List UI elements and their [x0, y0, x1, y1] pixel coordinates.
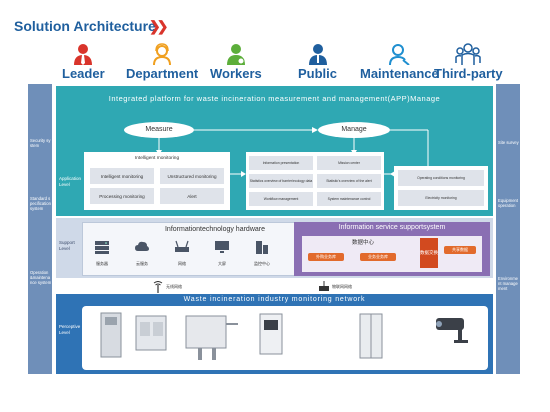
- it-item-big-screen: 大屏: [209, 239, 235, 267]
- it-item-cloud: 云服务: [129, 239, 155, 267]
- conditions-group: Operating conditions monitoring Electric…: [394, 166, 488, 210]
- control-cabinet-icon: [359, 313, 383, 359]
- operating-conditions-cell: Operating conditions monitoring: [398, 170, 484, 186]
- device-panel: [82, 306, 488, 370]
- monitoring-cell-processing: Processing monitoring: [90, 188, 154, 204]
- role-label-leader: Leader: [62, 66, 105, 81]
- perception-level-label: Perceptive Level: [59, 324, 81, 335]
- server-icon: [95, 241, 109, 254]
- application-level: Integrated platform for waste incinerati…: [56, 86, 493, 216]
- maintenance-icon: [389, 44, 411, 65]
- site-survey-label: Site survey: [498, 140, 519, 145]
- public-icon: [308, 44, 327, 65]
- support-level: Support Level Informationtechnology hard…: [56, 218, 493, 278]
- cctv-camera-icon: [436, 318, 468, 343]
- data-center-label: 数据中心: [352, 240, 375, 246]
- cloud-icon: [135, 241, 149, 251]
- iot-network-label: 物联网网络: [332, 284, 352, 289]
- measure-node: Measure: [124, 122, 194, 138]
- page-title: Solution Architecture: [14, 18, 156, 34]
- info-cell-presentation: Information presentation: [249, 156, 313, 170]
- service-support-title: Information service supportsystem: [338, 224, 446, 231]
- it-item-network: 网络: [169, 239, 195, 267]
- platform-header: Integrated platform for waste incinerati…: [108, 94, 441, 103]
- it-item-server: 服务器: [89, 239, 115, 267]
- service-pill-2: 业务业务库: [360, 253, 396, 261]
- role-public: Public: [298, 43, 337, 81]
- it-hardware-title: Informationtechnology hardware: [164, 226, 265, 233]
- intelligent-monitoring-title: Intelligent monitoring: [134, 156, 180, 161]
- monitoring-network-header: Waste incineration industry monitoring n…: [183, 296, 366, 303]
- role-third-party: Third-party: [434, 43, 503, 81]
- analyzer-cabinet-icon: [100, 312, 122, 358]
- standard-specification-label: Standard specification system: [30, 196, 51, 211]
- department-icon: [153, 43, 172, 65]
- info-cell-statistics-alert: Statistic's overview of the alert: [317, 174, 381, 188]
- third-party-icon: [455, 43, 482, 65]
- right-system-bar: Site survey Equipment operation Environm…: [496, 84, 520, 374]
- it-item-monitoring-center: 监控中心: [249, 239, 275, 267]
- monitoring-station-icon: [135, 315, 167, 351]
- data-exchange-block: 数据交换: [420, 238, 438, 268]
- role-maintenance: Maintenance: [360, 43, 439, 81]
- monitoring-cell-alert: Alert: [160, 188, 224, 204]
- information-group: Information presentation Mission center …: [246, 152, 384, 210]
- info-cell-workflow: Workflow management: [249, 192, 313, 206]
- antenna-icon: [153, 281, 163, 293]
- network-hub-icon: [319, 281, 329, 291]
- monitoring-cell-intelligent: Intelligent monitoring: [90, 168, 154, 184]
- monitoring-cell-unstructured: Unstructured monitoring: [160, 168, 224, 184]
- router-icon: [175, 240, 189, 252]
- big-screen-icon: [215, 241, 229, 253]
- gas-analyzer-icon: [259, 313, 283, 355]
- network-layer: 无线网络 物联网网络: [56, 280, 493, 294]
- environment-management-label: Environment management: [498, 276, 519, 291]
- left-system-bar: Security system Standard specification s…: [28, 84, 52, 374]
- wireless-network-label: 无线网络: [166, 284, 182, 289]
- manage-node: Manage: [318, 122, 390, 138]
- building-icon: [256, 241, 268, 254]
- operation-maintenance-label: Operation &maintenance system: [30, 270, 52, 285]
- role-label-public: Public: [298, 66, 338, 81]
- perception-level: Waste incineration industry monitoring n…: [56, 294, 493, 374]
- leader-icon: [74, 44, 93, 65]
- service-support-box: Information service supportsystem 数据中心 外…: [294, 222, 490, 276]
- sampling-unit-icon: [185, 315, 238, 360]
- equipment-operation-label: Equipment operation: [498, 198, 519, 208]
- service-pill-3: 共享数据: [444, 246, 476, 254]
- role-label-maintenance: Maintenance: [360, 66, 439, 81]
- security-system-label: Security system: [30, 138, 51, 148]
- support-level-label: Support Level: [59, 240, 75, 251]
- chevron-right-icon: ❯❯: [149, 18, 169, 34]
- role-department: Department: [126, 43, 198, 81]
- role-label-third-party: Third-party: [434, 66, 503, 81]
- info-cell-statistics-data: Statistics overview of barrier/ecology d…: [249, 174, 313, 188]
- workers-icon: [226, 44, 245, 65]
- application-level-label: Application Level: [59, 176, 82, 187]
- role-leader: Leader: [62, 43, 105, 81]
- electricity-monitoring-cell: Electricity monitoring: [398, 190, 484, 206]
- intelligent-monitoring-group: Intelligent monitoring Intelligent monit…: [84, 152, 230, 210]
- role-label-workers: Workers: [210, 66, 262, 81]
- info-cell-maintenance-control: System maintenance control: [317, 192, 381, 206]
- service-support-inner: 数据中心 外购业务库 业务业务库 数据交换 共享数据: [302, 236, 482, 272]
- role-workers: Workers: [210, 43, 262, 81]
- info-cell-mission-center: Mission center: [317, 156, 381, 170]
- service-pill-1: 外购业务库: [308, 253, 344, 261]
- role-label-department: Department: [126, 66, 199, 81]
